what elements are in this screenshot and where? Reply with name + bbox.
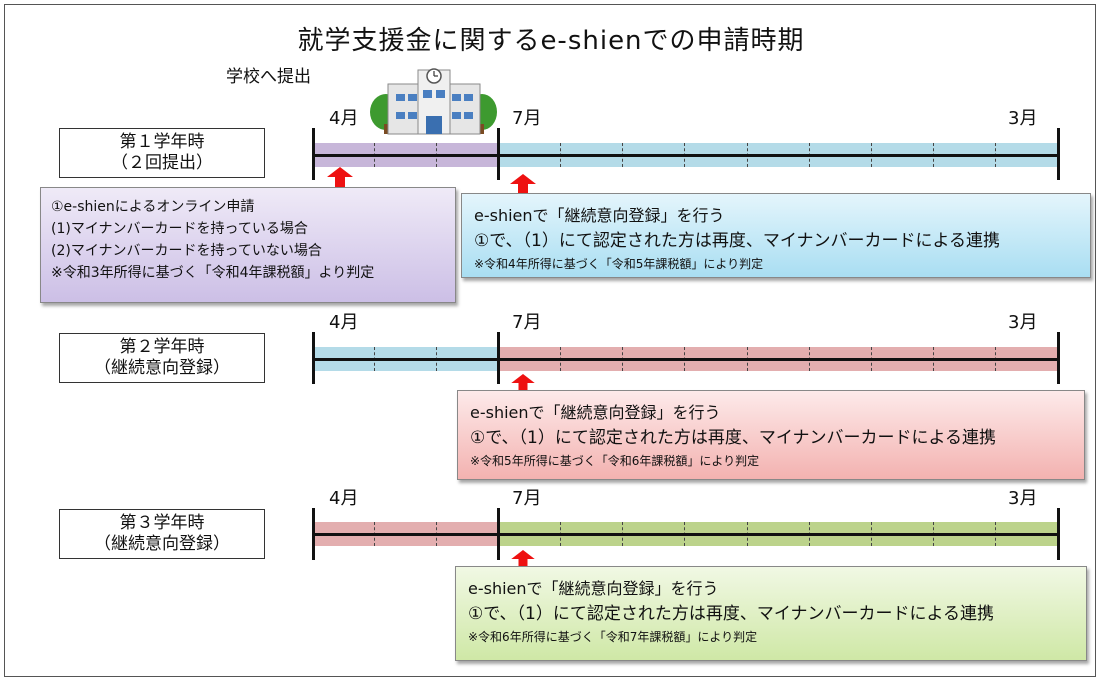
grade-3-month-end: 3月 [1008,488,1038,509]
note-footnote: ※令和5年所得に基づく「令和6年課税額」により判定 [470,454,760,468]
grade-1-label-box: 第１学年時 （２回提出） [59,128,265,178]
grade-2-month-end: 3月 [1008,312,1038,333]
grade-2-start-marker [312,332,315,384]
grade-2-continuation-note: e-shienで「継続意向登録」を行う ①で、（1）にて認定された方は再度、マイ… [457,390,1085,480]
grade-1-month-end: 3月 [1008,108,1038,129]
grade-1-title: 第１学年時 [119,132,205,152]
up-arrow-icon [511,550,535,568]
submit-to-school-label: 学校へ提出 [226,67,311,87]
note-footnote: ※令和6年所得に基づく「令和7年課税額」により判定 [468,630,758,644]
diagram-title: 就学支援金に関するe-shienでの申請時期 [297,26,805,56]
grade-1-month-start: 4月 [329,108,359,129]
grade-1-end-marker [1057,128,1060,180]
grade-3-month-mid: 7月 [512,488,542,509]
grade-2-title: 第２学年時 [119,337,205,357]
grade-1-continuation-note: e-shienで「継続意向登録」を行う ①で、（1）にて認定された方は再度、マイ… [461,193,1091,278]
note-body: ①で、（1）にて認定された方は再度、マイナンバーカードによる連携 [470,428,997,448]
note-heading: e-shienで「継続意向登録」を行う [468,579,719,598]
grade-1-start-marker [312,128,315,180]
grade-3-timeline-axis [313,533,1058,536]
note-body: ①で、（1）にて認定された方は再度、マイナンバーカードによる連携 [474,231,1001,251]
grade-2-end-marker [1057,332,1060,384]
grade-2-label-box: 第２学年時 （継続意向登録） [59,333,265,383]
note-line: ※令和3年所得に基づく「令和4年課税額」より判定 [51,265,375,281]
note-heading: e-shienで「継続意向登録」を行う [474,206,725,225]
grade-1-subtitle: （２回提出） [111,153,213,173]
grade-2-month-start: 4月 [329,312,359,333]
grade-1-timeline-axis [313,154,1058,157]
grade-2-month-mid: 7月 [512,312,542,333]
note-line: ①e-shienによるオンライン申請 [51,199,255,215]
school-building-icon [370,68,497,135]
grade-3-title: 第３学年時 [119,513,205,533]
grade-3-continuation-note: e-shienで「継続意向登録」を行う ①で、（1）にて認定された方は再度、マイ… [455,566,1087,661]
up-arrow-icon [327,167,353,187]
grade-1-month-mid: 7月 [512,108,542,129]
grade-3-label-box: 第３学年時 （継続意向登録） [59,509,265,559]
grade-2-timeline-axis [313,358,1058,361]
grade-3-start-marker [312,508,315,560]
up-arrow-icon [510,174,536,194]
note-footnote: ※令和4年所得に基づく「令和5年課税額」により判定 [474,257,764,271]
note-line: (2)マイナンバーカードを持っていない場合 [51,243,322,259]
note-body: ①で、（1）にて認定された方は再度、マイナンバーカードによる連携 [468,604,995,624]
grade-1-july-marker [497,128,500,180]
note-heading: e-shienで「継続意向登録」を行う [470,403,721,422]
grade-3-subtitle: （継続意向登録） [94,534,230,554]
grade-3-month-start: 4月 [329,488,359,509]
grade-2-subtitle: （継続意向登録） [94,358,230,378]
up-arrow-icon [511,374,535,392]
note-line: (1)マイナンバーカードを持っている場合 [51,221,308,237]
grade-2-july-marker [497,332,500,384]
online-application-note: ①e-shienによるオンライン申請 (1)マイナンバーカードを持っている場合 … [40,187,456,303]
diagram-frame [4,4,1096,677]
grade-3-end-marker [1057,508,1060,560]
grade-3-july-marker [497,508,500,560]
